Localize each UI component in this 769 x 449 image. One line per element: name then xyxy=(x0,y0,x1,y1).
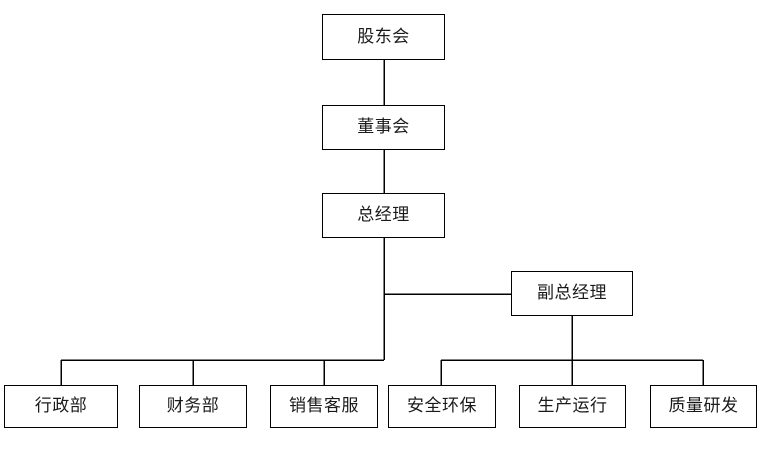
node-shareholders[interactable]: 股东会 xyxy=(322,14,445,60)
node-general-manager[interactable]: 总经理 xyxy=(322,193,445,238)
node-deputy-general-manager-label: 副总经理 xyxy=(537,283,607,303)
node-administration[interactable]: 行政部 xyxy=(4,385,118,428)
node-safety-environment[interactable]: 安全环保 xyxy=(388,385,496,428)
node-sales-service[interactable]: 销售客服 xyxy=(270,385,378,428)
node-deputy-general-manager[interactable]: 副总经理 xyxy=(511,271,633,316)
node-production-operations-label: 生产运行 xyxy=(537,396,608,416)
node-sales-service-label: 销售客服 xyxy=(289,396,359,416)
node-administration-label: 行政部 xyxy=(34,396,88,416)
node-board[interactable]: 董事会 xyxy=(322,105,445,150)
node-safety-environment-label: 安全环保 xyxy=(407,396,477,416)
node-general-manager-label: 总经理 xyxy=(357,205,410,225)
node-shareholders-label: 股东会 xyxy=(357,26,410,47)
node-quality-rnd-label: 质量研发 xyxy=(668,396,739,416)
node-production-operations[interactable]: 生产运行 xyxy=(519,385,626,428)
node-finance[interactable]: 财务部 xyxy=(139,385,247,428)
node-finance-label: 财务部 xyxy=(166,396,220,416)
node-quality-rnd[interactable]: 质量研发 xyxy=(650,385,757,428)
node-board-label: 董事会 xyxy=(357,117,410,137)
